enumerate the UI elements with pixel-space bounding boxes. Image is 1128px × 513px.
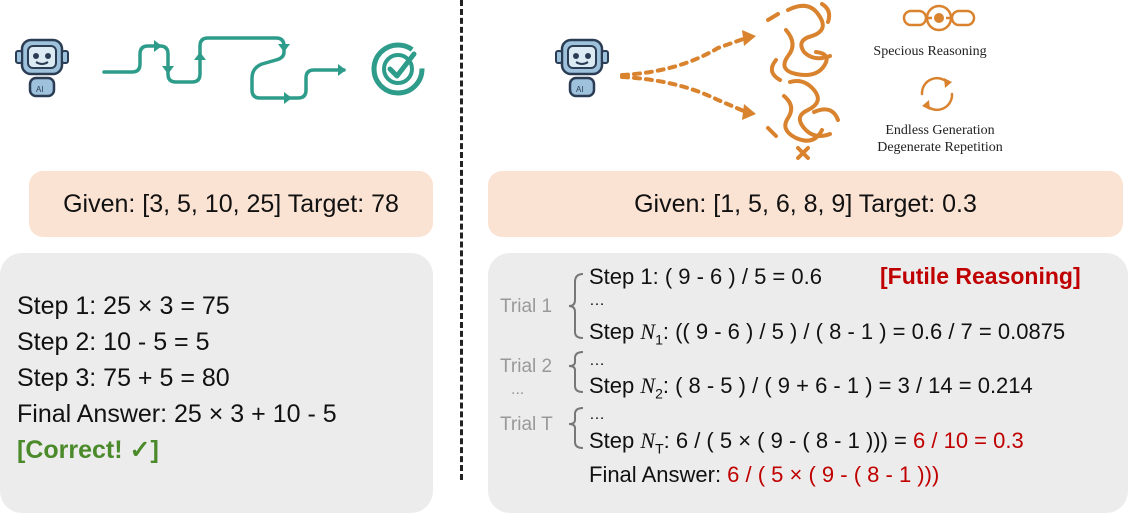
step-n2-prefix: Step [589, 373, 641, 398]
trial-1-label: Trial 1 [500, 296, 553, 317]
panel-divider [460, 0, 463, 480]
trial-2-label: Trial 2 [500, 356, 553, 377]
right-steps-box [488, 253, 1128, 513]
step-nt-sub: T [655, 440, 664, 457]
trial-t-label: Trial T [500, 414, 553, 435]
left-final-answer: Final Answer: 25 × 3 + 10 - 5 [17, 400, 337, 428]
ellipsis-2: … [589, 352, 605, 369]
right-final-label: Final Answer: [589, 462, 728, 487]
caption-specious: Specious Reasoning [873, 44, 987, 59]
left-step-3: Step 3: 75 + 5 = 80 [17, 364, 230, 392]
target-check-icon [371, 42, 425, 96]
step-n1-sub: 1 [655, 331, 663, 348]
step-nt-result: 6 / 10 = 0.3 [913, 428, 1024, 453]
cycle-icon [920, 76, 954, 112]
step-n1-prefix: Step [589, 319, 641, 344]
left-steps-box [0, 253, 433, 513]
step-n2-sub: 2 [655, 385, 663, 402]
left-correct-label: [Correct! ✓] [17, 436, 159, 464]
step-nt-var: N [640, 428, 656, 453]
step-nt-text: : 6 / ( 5 × ( 9 - ( 8 - 1 ))) = [663, 428, 914, 453]
right-given-box: Given: [1, 5, 6, 8, 9] Target: 0.3 [488, 171, 1123, 237]
ellipsis-1: … [589, 292, 605, 309]
right-final-expression: 6 / ( 5 × ( 9 - ( 8 - 1 ))) [727, 462, 940, 487]
robot-icon-left: AI [15, 38, 69, 98]
chain-link-icon [902, 4, 976, 32]
step-n1-text: : (( 9 - 6 ) / 5 ) / ( 8 - 1 ) = 0.6 / 7… [662, 319, 1066, 344]
tangled-paths-arrows [620, 2, 840, 160]
trial-braces [568, 273, 584, 449]
right-step-1: Step 1: ( 9 - 6 ) / 5 = 0.6 [589, 264, 822, 289]
futile-reasoning-label: [Futile Reasoning] [880, 263, 1081, 289]
step-n2-var: N [640, 373, 656, 398]
caption-degenerate: Degenerate Repetition [877, 140, 1003, 155]
svg-text:AI: AI [36, 85, 44, 94]
left-step-2: Step 2: 10 - 5 = 5 [17, 328, 210, 356]
svg-text:AI: AI [576, 85, 584, 94]
left-given-box: Given: [3, 5, 10, 25] Target: 78 [29, 171, 433, 237]
ellipsis-3: … [589, 406, 605, 423]
right-given-text: Given: [1, 5, 6, 8, 9] Target: 0.3 [634, 189, 977, 218]
robot-icon-right: AI [555, 38, 609, 98]
right-step-nt: Step NT: 6 / ( 5 × ( 9 - ( 8 - 1 ))) = 6… [589, 428, 1024, 456]
left-step-1: Step 1: 25 × 3 = 75 [17, 292, 230, 320]
trial-ellipsis: ... [511, 381, 525, 398]
right-step-n1: Step N1: (( 9 - 6 ) / 5 ) / ( 8 - 1 ) = … [589, 319, 1065, 347]
right-final-answer: Final Answer: 6 / ( 5 × ( 9 - ( 8 - 1 ))… [589, 462, 939, 488]
direct-path-arrow [102, 36, 346, 104]
step-n2-text: : ( 8 - 5 ) / ( 9 + 6 - 1 ) = 3 / 14 = 0… [662, 373, 1033, 398]
caption-endless: Endless Generation [885, 123, 995, 138]
caption-endless-degenerate: Endless Generation Degenerate Repetition [860, 122, 1020, 156]
right-step-n2: Step N2: ( 8 - 5 ) / ( 9 + 6 - 1 ) = 3 /… [589, 373, 1033, 401]
step-n1-var: N [640, 319, 656, 344]
left-given-text: Given: [3, 5, 10, 25] Target: 78 [63, 189, 399, 218]
step-nt-prefix: Step [589, 428, 641, 453]
